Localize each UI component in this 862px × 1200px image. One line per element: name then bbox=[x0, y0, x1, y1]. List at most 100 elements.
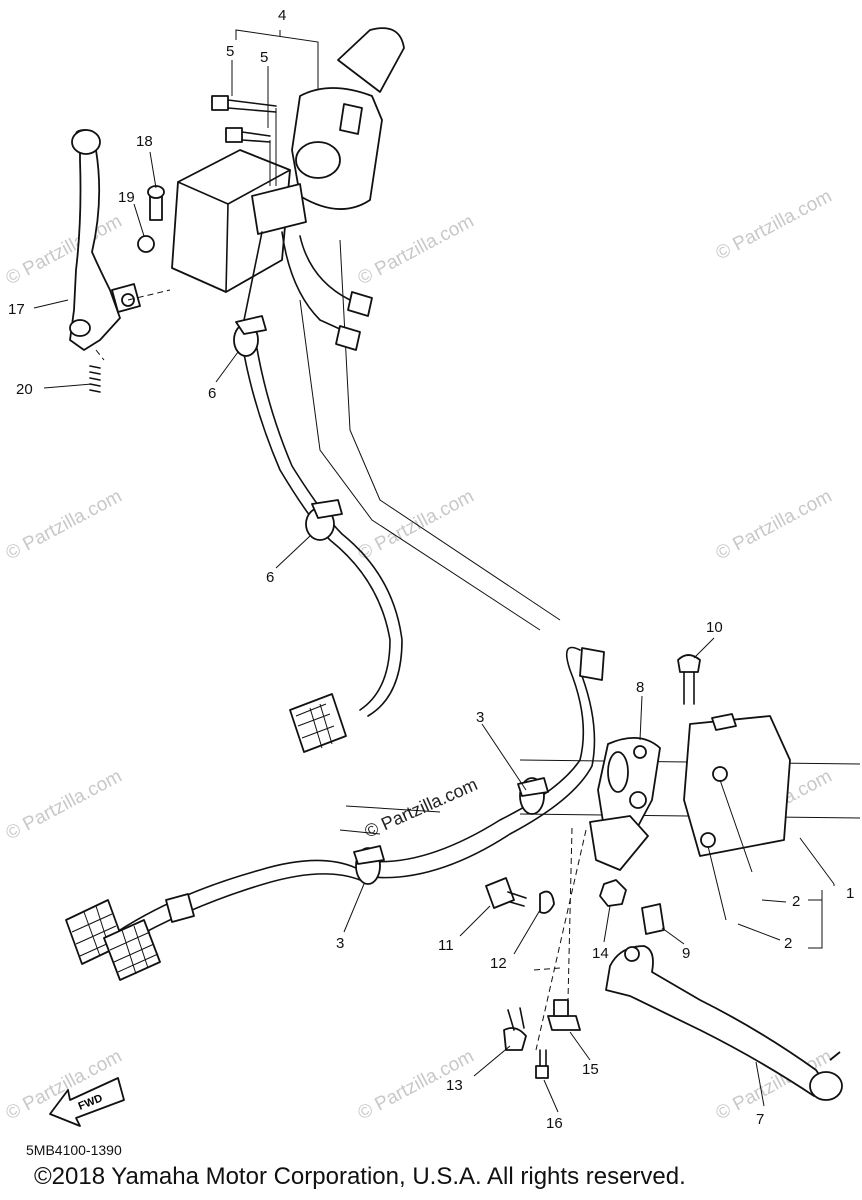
clamp-tab bbox=[353, 845, 385, 865]
leader-bracket bbox=[235, 29, 319, 90]
callout-13: 13 bbox=[446, 1077, 463, 1094]
callouts: 1 2 2 3 3 4 5 5 6 6 7 8 9 10 11 12 13 14… bbox=[8, 7, 854, 1132]
pivot-bolt-shaft bbox=[683, 671, 695, 705]
callout-11: 11 bbox=[438, 937, 454, 954]
diagram-code: 5MB4100-1390 bbox=[26, 1142, 122, 1158]
leader-lines bbox=[33, 151, 787, 1113]
holder-hole bbox=[633, 745, 647, 759]
socket-bolt bbox=[485, 877, 515, 909]
leader-line bbox=[215, 351, 239, 383]
lever-bracket bbox=[589, 815, 649, 871]
callout-14: 14 bbox=[592, 945, 609, 962]
collar bbox=[641, 903, 665, 935]
callout-1: 1 bbox=[846, 885, 854, 902]
leader-line bbox=[707, 779, 753, 921]
callout-8: 8 bbox=[636, 679, 644, 696]
wire-harness bbox=[253, 329, 403, 717]
terminal bbox=[347, 291, 373, 317]
callout-18: 18 bbox=[136, 133, 153, 150]
nut bbox=[137, 235, 155, 253]
leader-line bbox=[33, 299, 69, 309]
leader-line bbox=[543, 1079, 559, 1113]
lock-washer bbox=[539, 890, 555, 914]
pivot-hole bbox=[121, 293, 135, 307]
leader-line bbox=[473, 1045, 511, 1077]
callout-5: 5 bbox=[226, 43, 234, 60]
connector-block bbox=[103, 919, 161, 981]
relay-box-edges bbox=[177, 169, 291, 293]
handlebar-centerline bbox=[339, 239, 561, 621]
leader-line bbox=[737, 899, 787, 941]
leader-line bbox=[569, 1031, 591, 1061]
leader-line bbox=[661, 927, 685, 945]
wire-harness bbox=[361, 675, 596, 879]
housing-screw-hole bbox=[712, 766, 728, 782]
leader-line bbox=[639, 695, 643, 741]
leader-line bbox=[43, 383, 93, 389]
handlebar-outline bbox=[339, 805, 441, 835]
lower-handlebar bbox=[65, 646, 861, 1101]
hex-nut bbox=[599, 879, 627, 907]
forward-arrow: FWD bbox=[49, 1077, 125, 1127]
wire-connector bbox=[251, 183, 307, 235]
watermark: © Partzilla.com bbox=[712, 486, 835, 565]
spring bbox=[89, 365, 101, 393]
callout-7: 7 bbox=[756, 1111, 764, 1128]
alignment-line bbox=[533, 827, 587, 1051]
callout-15: 15 bbox=[582, 1061, 599, 1078]
fwd-arrow-icon bbox=[49, 1077, 125, 1127]
lever-end bbox=[829, 1051, 841, 1061]
copyright-notice: ©2018 Yamaha Motor Corporation, U.S.A. A… bbox=[34, 1163, 686, 1190]
clamp-tab bbox=[517, 777, 549, 797]
callout-20: 20 bbox=[16, 381, 33, 398]
harness-boot bbox=[165, 893, 195, 923]
clamp-tab bbox=[235, 315, 267, 335]
holder-bore bbox=[607, 751, 629, 793]
leader-bracket bbox=[799, 837, 835, 949]
callout-17: 17 bbox=[8, 301, 25, 318]
callout-10: 10 bbox=[706, 619, 723, 636]
screw-head bbox=[225, 127, 243, 143]
leader-line bbox=[481, 723, 527, 791]
callout-2: 2 bbox=[784, 935, 792, 952]
pivot-bolt-head bbox=[677, 654, 701, 673]
callout-2: 2 bbox=[792, 893, 800, 910]
screw-shaft bbox=[241, 131, 271, 143]
leader-line bbox=[603, 905, 611, 943]
small-screw bbox=[535, 1065, 549, 1079]
terminal bbox=[335, 325, 361, 351]
leader-line bbox=[231, 60, 269, 128]
handlebar-outline bbox=[299, 299, 541, 631]
leader-line bbox=[513, 909, 541, 955]
leader-line bbox=[275, 535, 311, 569]
brake-switch bbox=[547, 1015, 581, 1031]
screw-head bbox=[211, 95, 229, 111]
callout-19: 19 bbox=[118, 189, 135, 206]
watermark: © Partzilla.com bbox=[2, 486, 125, 565]
lever-pivot bbox=[69, 319, 91, 337]
lever-pivot bbox=[624, 946, 640, 962]
switch-button bbox=[339, 103, 363, 135]
callout-5: 5 bbox=[260, 49, 268, 66]
switch-body bbox=[553, 999, 569, 1017]
wire-harness bbox=[123, 873, 361, 945]
alignment-line bbox=[95, 289, 171, 361]
wire-harness bbox=[359, 646, 585, 863]
housing-tab bbox=[711, 713, 737, 731]
upper-handlebar bbox=[69, 27, 561, 753]
watermark: © Partzilla.com bbox=[2, 766, 125, 845]
leader-line bbox=[133, 203, 145, 237]
switch-housing-lower bbox=[683, 715, 791, 857]
bolt-head bbox=[503, 1027, 527, 1051]
leader-line bbox=[459, 905, 491, 937]
bolt-shaft bbox=[507, 1007, 525, 1031]
wire-harness bbox=[119, 859, 357, 931]
adjuster-bolt bbox=[149, 195, 163, 221]
wire-harness bbox=[239, 329, 391, 711]
holder-hole bbox=[629, 791, 647, 809]
callout-16: 16 bbox=[546, 1115, 563, 1132]
clamp-tab bbox=[311, 499, 343, 519]
callout-12: 12 bbox=[490, 955, 507, 972]
leader-line bbox=[755, 1061, 765, 1107]
